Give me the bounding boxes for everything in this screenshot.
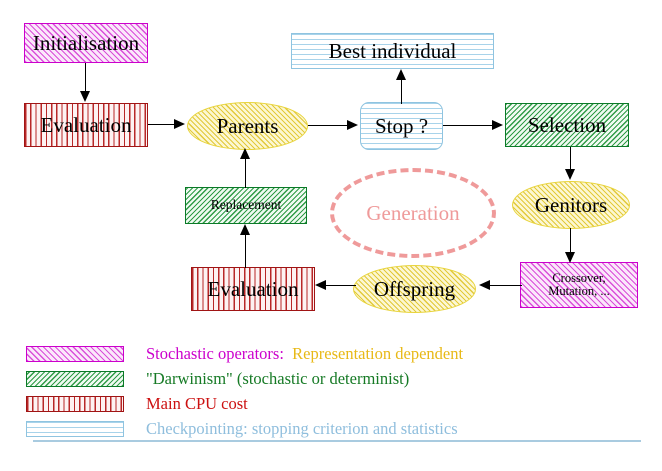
edge-eval-to-replacement-arrowhead bbox=[240, 224, 250, 235]
edge-eval-to-parents-arrowhead bbox=[174, 119, 185, 129]
node-evaluation-top[interactable]: Evaluation bbox=[24, 103, 148, 147]
node-stop[interactable]: Stop ? bbox=[360, 102, 443, 150]
node-offspring-label: Offspring bbox=[373, 276, 456, 301]
bottom-divider bbox=[33, 440, 641, 442]
edge-eval-to-replacement bbox=[245, 232, 247, 268]
edge-stop-to-selection-arrowhead bbox=[492, 120, 503, 130]
edge-offspring-to-eval-arrowhead bbox=[315, 280, 326, 290]
node-best-individual[interactable]: Best individual bbox=[291, 33, 494, 69]
edge-parents-to-stop-arrowhead bbox=[347, 120, 358, 130]
edge-genitors-to-crossover bbox=[570, 228, 572, 258]
edge-eval-to-parents bbox=[148, 124, 177, 126]
edge-init-to-eval bbox=[85, 63, 87, 93]
node-initialisation-label: Initialisation bbox=[32, 30, 140, 55]
legend-label-stochastic-operators-text: Stochastic operators: bbox=[146, 343, 284, 363]
legend-row-darwinism: "Darwinism" (stochastic or determinist) bbox=[26, 366, 636, 391]
node-best-individual-label: Best individual bbox=[328, 38, 457, 63]
legend-label-darwinism: "Darwinism" (stochastic or determinist) bbox=[146, 368, 410, 388]
edge-selection-to-genitors-arrowhead bbox=[565, 169, 575, 180]
edge-init-to-eval-arrowhead bbox=[80, 91, 90, 102]
edge-parents-to-stop bbox=[308, 125, 348, 127]
legend-swatch-magenta-diagonal-hatch-icon bbox=[26, 345, 124, 362]
node-evaluation-top-label: Evaluation bbox=[40, 112, 132, 137]
node-evaluation-bottom-label: Evaluation bbox=[207, 276, 299, 301]
node-initialisation[interactable]: Initialisation bbox=[24, 23, 148, 63]
node-genitors-label: Genitors bbox=[534, 192, 608, 217]
node-offspring[interactable]: Offspring bbox=[353, 265, 476, 313]
node-crossover-mutation[interactable]: Crossover, Mutation, ... bbox=[520, 262, 638, 308]
edge-crossover-to-offspring-arrowhead bbox=[479, 280, 490, 290]
legend-swatch-red-vertical-hatch-icon bbox=[26, 395, 124, 412]
legend-label-representation-dependent-text: Representation dependent bbox=[283, 343, 464, 363]
node-replacement[interactable]: Replacement bbox=[185, 187, 307, 224]
legend-label-main-cpu-cost: Main CPU cost bbox=[146, 393, 248, 413]
edge-genitors-to-crossover-arrowhead bbox=[565, 252, 575, 263]
node-parents-label: Parents bbox=[216, 113, 279, 138]
edge-selection-to-genitors bbox=[570, 147, 572, 175]
edge-offspring-to-eval bbox=[320, 285, 356, 287]
node-replacement-label: Replacement bbox=[210, 197, 282, 213]
node-evaluation-bottom[interactable]: Evaluation bbox=[191, 267, 315, 311]
node-parents[interactable]: Parents bbox=[187, 102, 308, 150]
node-crossover-mutation-label: Crossover, Mutation, ... bbox=[548, 270, 610, 298]
node-selection-label: Selection bbox=[527, 112, 607, 137]
node-generation-label: Generation bbox=[366, 200, 460, 225]
legend-row-main-cpu-cost: Main CPU cost bbox=[26, 391, 636, 416]
node-generation: Generation bbox=[330, 168, 496, 258]
node-genitors[interactable]: Genitors bbox=[512, 181, 630, 229]
legend-row-stochastic-operators: Stochastic operators: Representation dep… bbox=[26, 341, 636, 366]
edge-stop-to-best bbox=[401, 78, 403, 104]
edge-stop-to-best-arrowhead bbox=[396, 69, 406, 80]
legend-label-stochastic-operators: Stochastic operators: Representation dep… bbox=[146, 344, 463, 364]
legend-row-checkpointing: Checkpointing: stopping criterion and st… bbox=[26, 416, 636, 441]
legend: Stochastic operators: Representation dep… bbox=[26, 341, 636, 441]
node-selection[interactable]: Selection bbox=[505, 103, 629, 147]
edge-replacement-to-parents-arrowhead bbox=[240, 148, 250, 159]
legend-label-checkpointing: Checkpointing: stopping criterion and st… bbox=[146, 418, 458, 438]
edge-stop-to-selection bbox=[443, 125, 493, 127]
node-stop-label: Stop ? bbox=[374, 113, 429, 138]
edge-crossover-to-offspring bbox=[484, 285, 522, 287]
legend-swatch-green-diagonal-hatch-icon bbox=[26, 370, 124, 387]
edge-replacement-to-parents bbox=[245, 156, 247, 188]
legend-swatch-blue-horizontal-hatch-icon bbox=[26, 420, 124, 437]
